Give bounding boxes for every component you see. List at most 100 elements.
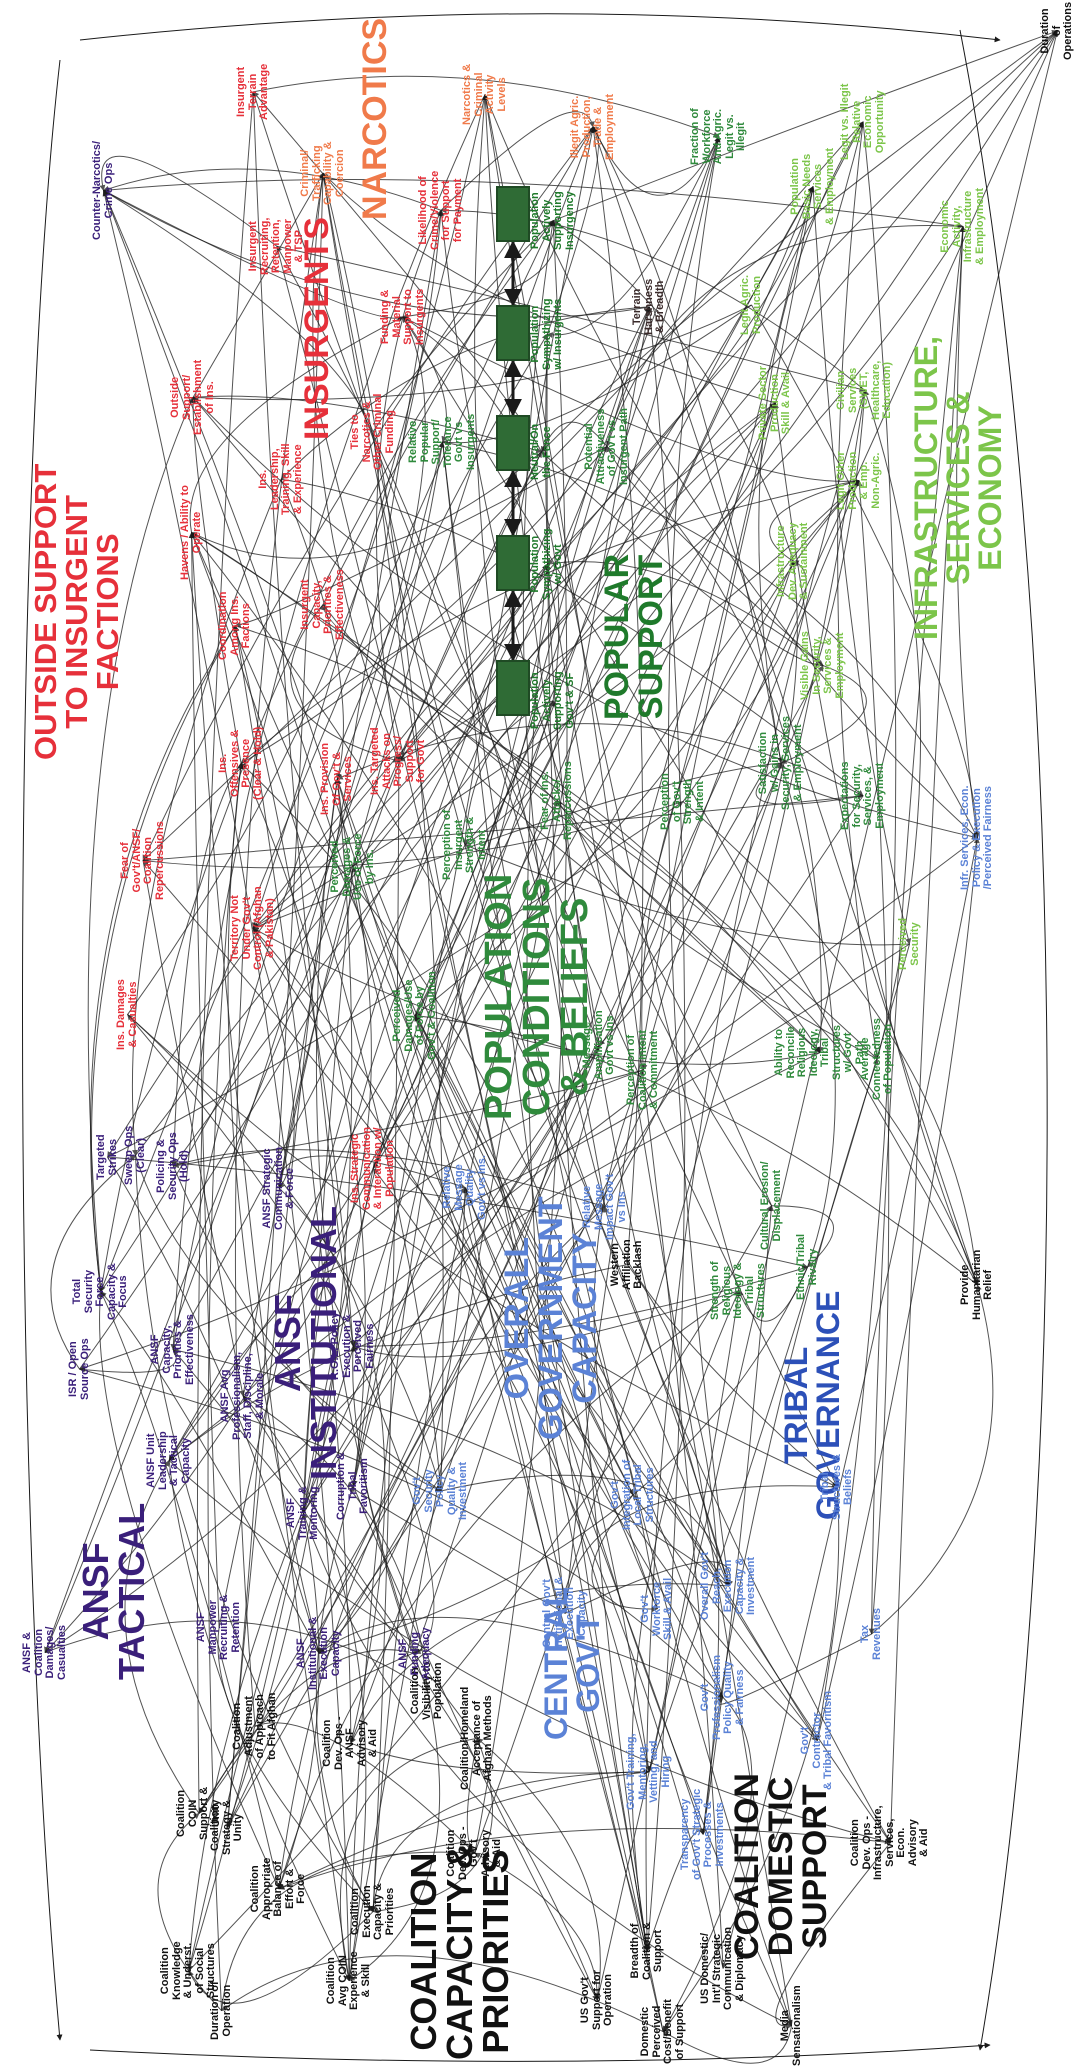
causal-link-191	[464, 1187, 818, 1741]
causal-link-255	[198, 1044, 600, 1814]
causal-link-128	[646, 306, 686, 1952]
causal-link-86	[234, 172, 326, 1727]
causal-link-187	[233, 625, 354, 1347]
causal-link-139	[103, 190, 404, 322]
causal-link-38	[189, 316, 404, 533]
causal-link-230	[956, 225, 978, 838]
causal-link-74	[398, 30, 1058, 762]
node-likelihood-crime: Likelihood of Crime/Violence for Support…	[417, 170, 464, 250]
causal-link-2	[402, 220, 557, 320]
sector-infrastructure: INFRASTRUCTURE, SERVICES & ECONOMY	[908, 336, 1008, 640]
causal-link-142	[107, 1156, 809, 1269]
node-strength-religious: Strength of Religious Ideology & Tribal …	[709, 1261, 768, 1320]
causal-link-134	[221, 1955, 664, 2033]
node-legit-vs-illegit: Legit vs. Illegit Relative Economic Oppo…	[839, 83, 886, 160]
node-ansf-manpower: ANSF Manpower Recruiting & Retention	[195, 1594, 242, 1660]
node-relative-message-impact: Relative Message Impact Gov't vs Ins	[581, 1173, 628, 1240]
causal-link-210	[564, 1561, 734, 1614]
node-ins-provision: Ins. Provision Of Gov't & Services	[319, 742, 355, 815]
causal-link-155	[278, 451, 542, 1189]
causal-link-45	[170, 763, 242, 1167]
causal-link-205	[172, 1347, 730, 1587]
causal-link-108	[100, 1291, 280, 1889]
causal-link-133	[102, 189, 664, 2032]
causal-link-112	[474, 220, 568, 1854]
causal-link-17	[252, 91, 838, 1488]
causal-link-291	[868, 226, 964, 1635]
causal-link-214	[662, 1697, 753, 2033]
causal-link-175	[188, 531, 220, 1628]
causal-link-279	[758, 121, 864, 764]
causal-link-154	[278, 1188, 386, 1744]
causal-link-201	[334, 778, 634, 1496]
causal-link-83	[591, 126, 978, 1286]
causal-link-115	[188, 1187, 466, 1971]
causal-link-125	[476, 1737, 601, 2001]
causal-link-216	[414, 1015, 724, 1698]
causal-link-240	[300, 866, 354, 1514]
causal-link-305	[414, 560, 794, 1017]
causal-link-190	[318, 1187, 466, 1654]
causal-link-226	[702, 1205, 775, 1835]
causal-link-170	[277, 1513, 320, 1890]
node-fear-govt-ansf: Fear of Gov't/ANSF/ Coalition Repercussi…	[119, 821, 166, 900]
node-outside-support: Outside Support/ Establishment of Ins.	[169, 359, 216, 435]
node-us-domestic: US Domestic/ Int'l Strategic Communicati…	[699, 1926, 746, 2010]
causal-link-234	[442, 441, 978, 839]
node-coalition-adjustment: Coalition Adjustment of Approach to Fit …	[231, 1692, 278, 1760]
sector-popular-support: POPULAR SUPPORT	[598, 553, 670, 720]
node-ins-offensives: Ins. Offensives & Presence (Clear & Hold…	[217, 726, 264, 800]
causal-link-23	[440, 111, 595, 211]
causal-link-16	[252, 91, 356, 1347]
node-private-sector: Private Sector Production Skill & Avail	[757, 366, 793, 440]
node-govt-training: Gov't Training, Mentoring, Vetting, and …	[625, 1733, 672, 1810]
causal-link-29	[192, 397, 978, 840]
causal-link-306	[769, 479, 860, 562]
causal-link-53	[142, 860, 246, 1397]
node-coalition-devops-econ: Coalition Dev. Ops - Infrastructure, Ser…	[849, 1805, 931, 1880]
causal-link-98	[889, 225, 966, 1843]
node-perception-govt-strength: Perception of Gov't Strength & Intent	[659, 773, 706, 830]
causal-link-287	[414, 186, 814, 1655]
causal-link-261	[352, 1052, 821, 1347]
causal-link-1	[552, 29, 1058, 222]
causal-link-245	[318, 603, 558, 801]
causal-link-253	[474, 93, 600, 1046]
causal-link-273	[779, 762, 836, 1268]
causal-link-225	[816, 837, 980, 1741]
causal-link-283	[372, 121, 864, 1169]
causal-link-15	[253, 75, 720, 138]
causal-link-4	[545, 334, 731, 1587]
node-relative-message-quality: Relative Message Quality Gov't vs Ins.	[441, 1155, 488, 1220]
node-coalition-balance: Coalition Appropriate Balance of Effort …	[249, 1857, 308, 1920]
node-legit-agric: Legit Agric. Production	[739, 274, 763, 335]
causal-link-69	[251, 94, 486, 929]
causal-link-246	[557, 800, 979, 1286]
causal-link-71	[351, 126, 594, 1487]
causal-link-265	[438, 209, 772, 1206]
causal-link-89	[350, 185, 815, 1744]
causal-link-135	[102, 189, 664, 2032]
node-legit-other: Legit Other Production & Emp. Non-Agric.	[835, 451, 882, 510]
causal-link-120	[348, 306, 652, 1981]
node-pop-basic-needs: Population Basic Needs Services & Employ…	[789, 147, 836, 225]
causal-link-179	[100, 1291, 320, 1654]
causal-link-8	[191, 451, 542, 559]
sector-ansf-tactical: ANSF TACTICAL	[75, 1502, 152, 1680]
node-policing-security: Policing & Security Ops (Hold)	[155, 1132, 191, 1200]
node-ansf-funding: ANSF Funding Adequacy	[397, 1627, 433, 1680]
causal-link-281	[226, 795, 864, 1828]
node-ins-leadership: Ins. Leadership, Training, Skill & Exper…	[257, 443, 304, 515]
node-illegit-agric: Illegit Agric. Production, Trade & Emplo…	[569, 93, 616, 160]
node-breadth-coalition: Breadth of Coalition & Support	[629, 1921, 665, 1980]
causal-link-220	[252, 927, 650, 1772]
node-transparency: Transparency of Gov't Strategic Processe…	[679, 1788, 726, 1880]
causal-link-177	[218, 306, 650, 1628]
causal-link-298	[644, 390, 866, 1952]
causal-link-289	[605, 225, 964, 448]
causal-link-236	[234, 446, 608, 628]
causal-link-124	[157, 1813, 222, 2012]
causal-link-296	[168, 402, 776, 1462]
causal-link-149	[172, 402, 776, 1167]
causal-link-309	[606, 445, 824, 666]
